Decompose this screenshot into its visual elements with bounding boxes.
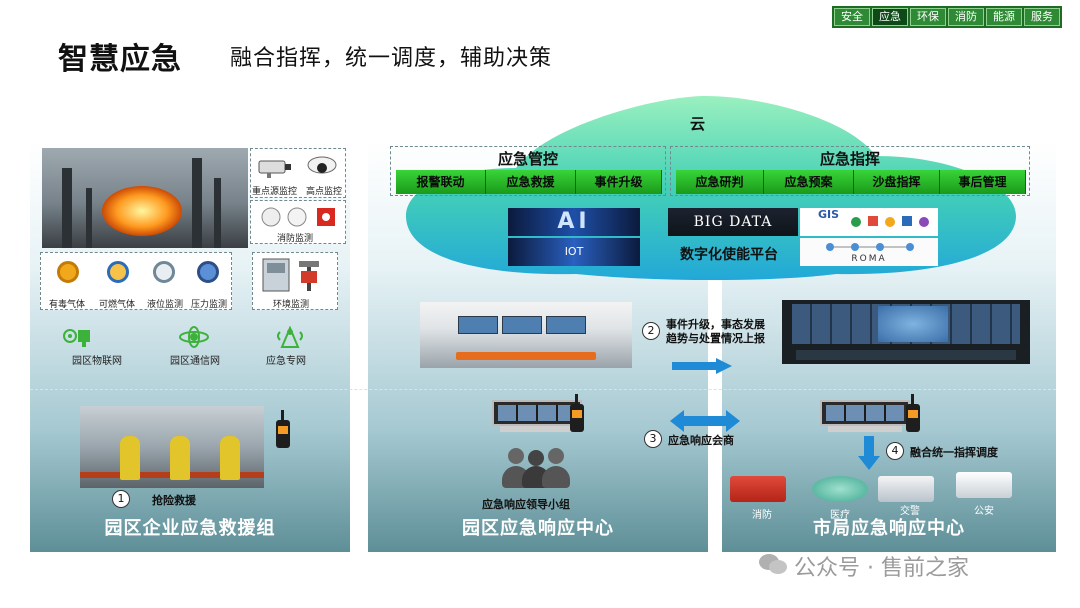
env-monitor-box: 环境监测 — [252, 252, 338, 310]
medical-team-icon — [812, 476, 868, 502]
tab-service[interactable]: 服务 — [1024, 8, 1060, 26]
page-title: 智慧应急 — [58, 42, 182, 77]
watermark-text: 公众号 · 售前之家 — [794, 556, 969, 581]
gis-tile: GIS — [800, 208, 938, 236]
step-4-badge: 4 — [886, 442, 904, 460]
step-1-text: 抢险救援 — [152, 494, 196, 507]
cloud-label: 云 — [690, 115, 706, 133]
dispatch-arrow-icon — [858, 436, 880, 470]
alarm-linkage-button[interactable]: 报警联动 — [396, 170, 486, 194]
comm-network-label: 园区通信网 — [170, 356, 220, 367]
tab-fire[interactable]: 消防 — [948, 8, 984, 26]
fire-label: 消防 — [752, 510, 772, 521]
level-divider — [30, 389, 1056, 390]
tab-emergency[interactable]: 应急 — [872, 8, 908, 26]
park-control-room-photo — [420, 302, 632, 368]
roma-network-icon — [826, 243, 914, 251]
high-point-label: 高点监控 — [306, 187, 343, 197]
key-source-label: 重点源监控 — [252, 187, 298, 197]
pressure-label: 压力监测 — [191, 300, 228, 310]
city-command-center-photo — [782, 300, 1030, 364]
roma-tile: ROMA — [800, 238, 938, 266]
iot-network-label: 园区物联网 — [72, 356, 122, 367]
pressure-sensor-icon — [197, 261, 219, 291]
tab-safety[interactable]: 安全 — [834, 8, 870, 26]
emergency-network-icon — [277, 326, 303, 348]
step-3-badge: 3 — [644, 430, 662, 448]
roma-tile-text: ROMA — [851, 254, 887, 264]
police-label: 公安 — [974, 506, 994, 517]
toxic-gas-label: 有毒气体 — [49, 300, 86, 310]
dome-camera-icon — [307, 156, 337, 174]
emergency-command-group — [670, 146, 1030, 196]
leader-group-label: 应急响应领导小组 — [482, 498, 570, 511]
leader-group-icon — [498, 448, 572, 488]
ai-tile: AI — [508, 208, 640, 236]
combustible-gas-label: 可燃气体 — [99, 300, 136, 310]
city-response-title: 市局应急响应中心 — [813, 518, 965, 539]
rescue-photo — [80, 406, 264, 488]
smoke-detector-icon — [261, 207, 335, 227]
step-4-text: 融合统一指挥调度 — [910, 446, 998, 459]
fire-monitor-label: 消防监测 — [277, 234, 314, 244]
walkie-talkie-icon — [276, 410, 290, 448]
fire-monitor-box: 消防监测 — [250, 200, 346, 244]
sandtable-command-button[interactable]: 沙盘指挥 — [854, 170, 940, 194]
fire-accident-photo — [42, 148, 248, 248]
traffic-police-car-icon — [878, 476, 934, 502]
combustible-gas-sensor-icon — [107, 261, 129, 291]
tab-energy[interactable]: 能源 — [986, 8, 1022, 26]
consult-arrow-icon — [670, 410, 740, 432]
wechat-icon — [759, 554, 787, 574]
tab-environment[interactable]: 环保 — [910, 8, 946, 26]
emergency-rescue-button[interactable]: 应急救援 — [486, 170, 576, 194]
post-event-button[interactable]: 事后管理 — [940, 170, 1026, 194]
video-conference-terminal-2 — [820, 400, 910, 426]
iot-network-icon — [63, 329, 90, 347]
video-conference-terminal — [492, 400, 582, 426]
step-2-text: 事件升级，事态发展趋势与处置情况上报 — [666, 318, 765, 345]
emergency-plan-button[interactable]: 应急预案 — [764, 170, 854, 194]
emergency-network-label: 应急专网 — [266, 356, 306, 367]
big-data-tile: BIG DATA — [668, 208, 798, 236]
top-tab-bar: 安全 应急 环保 消防 能源 服务 — [832, 6, 1062, 28]
sensor-box: 有毒气体 可燃气体 液位监测 压力监测 — [40, 252, 232, 310]
traffic-label: 交警 — [900, 506, 920, 517]
iot-tile: IOT — [508, 238, 640, 266]
fire-truck-icon — [730, 476, 786, 502]
step-3-text: 应急响应会商 — [668, 434, 734, 447]
emergency-command-title: 应急指挥 — [819, 150, 880, 168]
escalate-arrow-icon — [672, 358, 732, 374]
digital-platform-label: 数字化使能平台 — [680, 247, 778, 263]
bullet-camera-icon — [258, 160, 291, 178]
gis-tile-text: GIS — [818, 208, 840, 221]
park-enterprise-title: 园区企业应急救援组 — [104, 518, 276, 539]
environment-monitor-icon — [262, 258, 319, 292]
walkie-talkie-icon-2 — [570, 394, 584, 432]
step-2-badge: 2 — [642, 322, 660, 340]
terminal-stand — [500, 426, 574, 432]
emergency-control-title: 应急管控 — [497, 150, 558, 168]
liquid-level-sensor-icon — [153, 261, 175, 291]
park-response-title: 园区应急响应中心 — [462, 518, 614, 539]
camera-box: 重点源监控 高点监控 — [250, 148, 346, 198]
terminal-stand-2 — [828, 426, 902, 432]
police-car-icon — [956, 472, 1012, 498]
page-subtitle: 融合指挥，统一调度，辅助决策 — [230, 46, 553, 71]
step-1-badge: 1 — [112, 490, 130, 508]
medical-label: 医疗 — [830, 510, 850, 521]
walkie-talkie-icon-3 — [906, 394, 920, 432]
comm-network-icon — [179, 326, 209, 348]
emergency-analysis-button[interactable]: 应急研判 — [676, 170, 764, 194]
environment-label: 环境监测 — [273, 300, 310, 310]
toxic-gas-sensor-icon — [57, 261, 79, 291]
gis-icons — [851, 216, 929, 227]
explosion-icon — [102, 186, 182, 236]
emergency-control-group — [390, 146, 666, 196]
event-escalation-button[interactable]: 事件升级 — [576, 170, 662, 194]
liquid-level-label: 液位监测 — [147, 300, 184, 310]
